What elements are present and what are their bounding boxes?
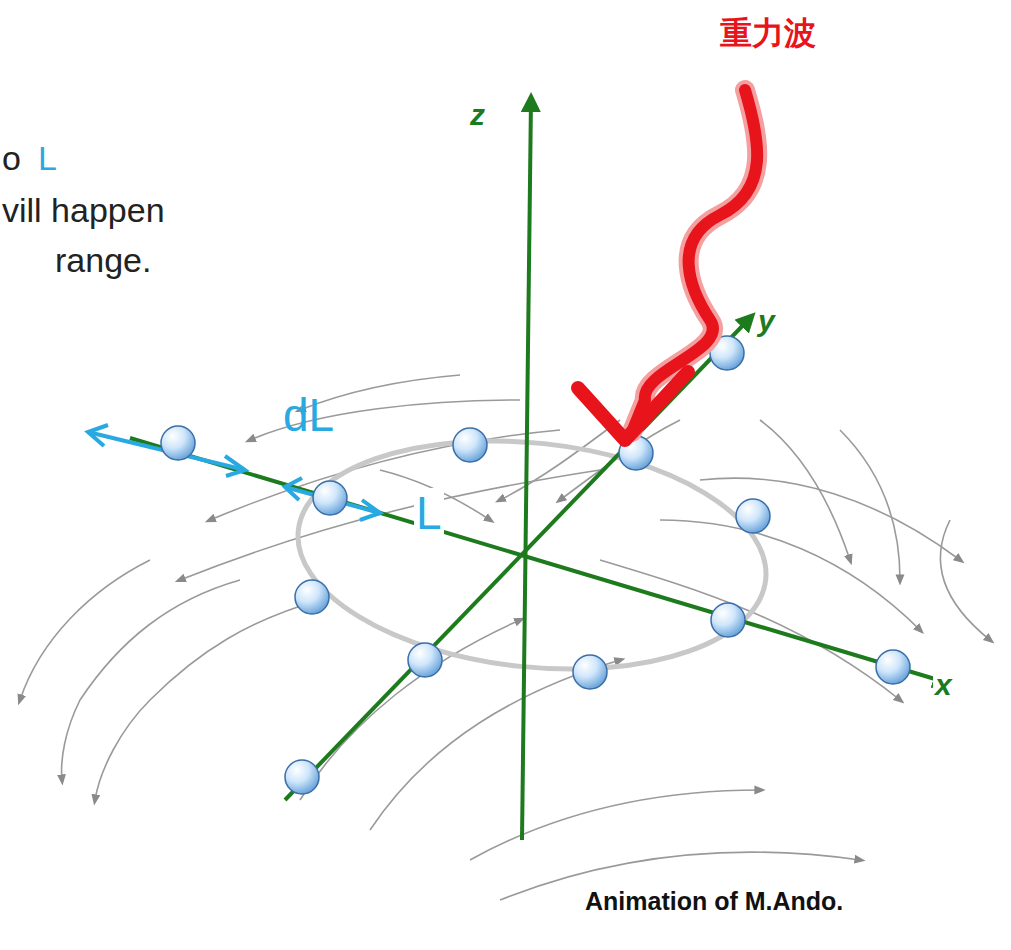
note-fragment: range.: [55, 242, 151, 279]
mass-ring: [287, 419, 778, 691]
axis-label: y: [756, 304, 777, 337]
axis-label: x: [933, 668, 954, 701]
gravitational-wave: [578, 90, 757, 440]
field-lines: [20, 375, 990, 900]
wave-title: 重力波: [720, 16, 816, 51]
length-symbol: L: [38, 140, 57, 177]
length-label: L: [414, 488, 444, 539]
length-arrows: [88, 425, 380, 520]
note-fragment: o: [2, 140, 21, 177]
test-masses: [161, 336, 910, 794]
axis-label: z: [468, 98, 487, 131]
credit-note: Animation of M.Ando.: [583, 888, 845, 916]
axes: [130, 100, 945, 840]
note-fragment: vill happen: [2, 192, 165, 229]
length-change-label: dL: [283, 390, 334, 441]
